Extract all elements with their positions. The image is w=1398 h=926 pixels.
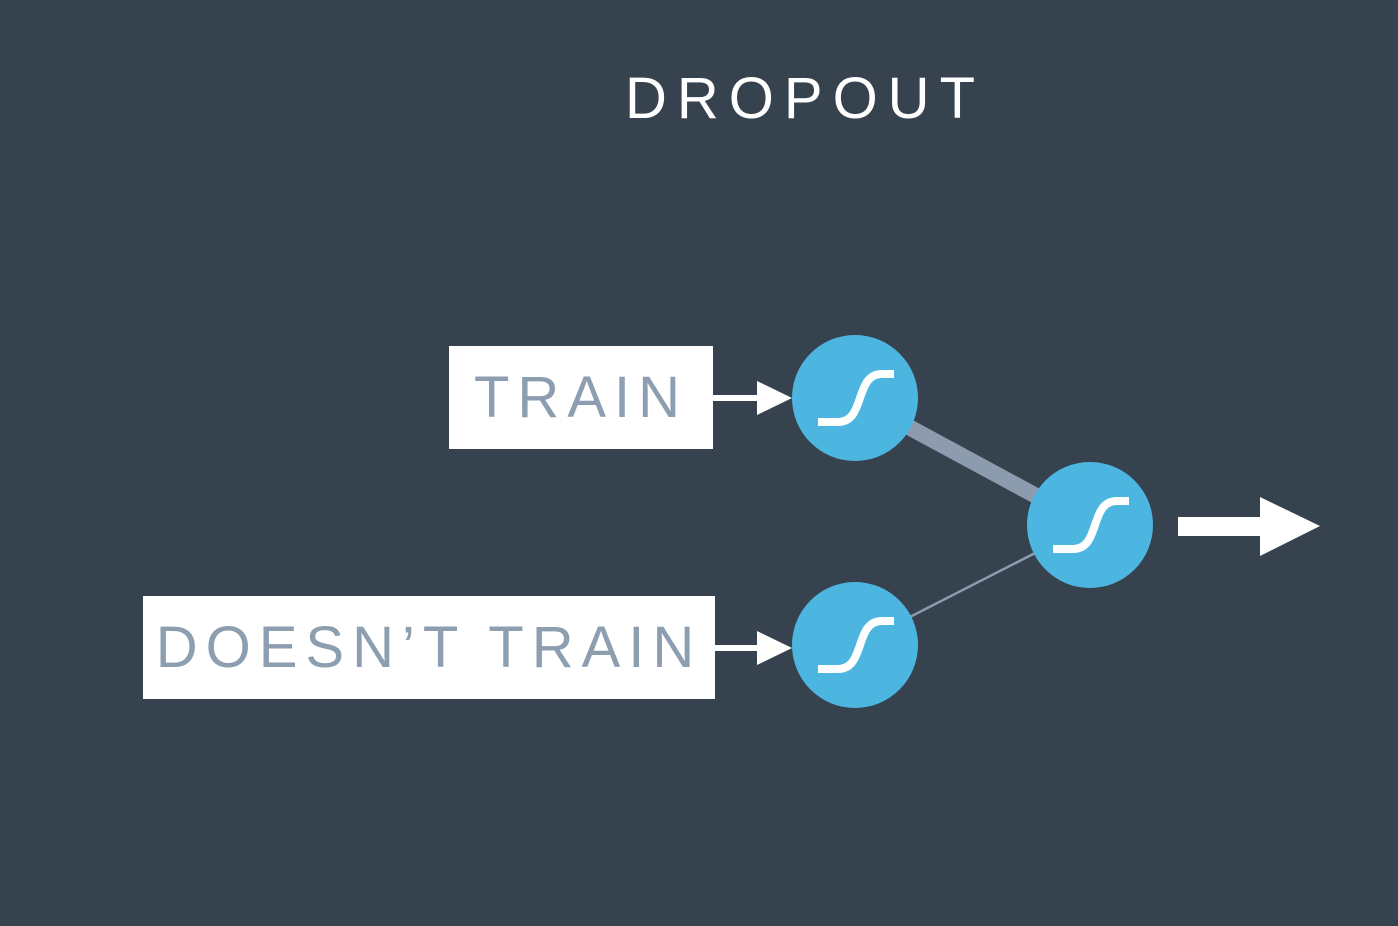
diagram-title: DROPOUT (625, 66, 985, 131)
doesnt-train-label: DOESN’T TRAIN (155, 615, 703, 680)
output-arrow (1178, 497, 1320, 556)
dropped-node (792, 582, 918, 708)
output-node (1027, 462, 1153, 588)
sigmoid-icon (1053, 497, 1129, 553)
train-node (792, 335, 918, 461)
train-label: TRAIN (474, 365, 688, 430)
sigmoid-icon (818, 617, 894, 673)
doesnt-train-input-arrow (715, 631, 792, 665)
train-input-arrow (713, 381, 792, 415)
train-label-box: TRAIN (449, 346, 713, 449)
sigmoid-icon (818, 370, 894, 426)
doesnt-train-label-box: DOESN’T TRAIN (143, 596, 715, 699)
